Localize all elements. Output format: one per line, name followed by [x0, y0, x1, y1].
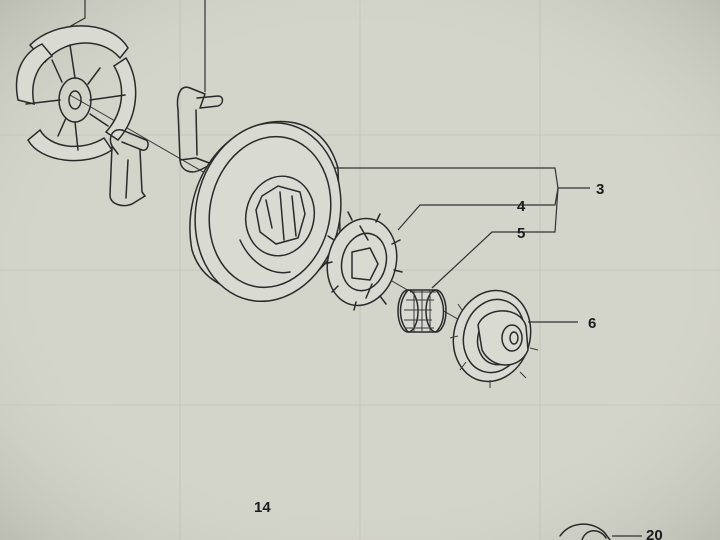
next-figure-fragment [559, 523, 642, 540]
clutch-spring-small [109, 129, 149, 207]
callout-3: 3 [596, 181, 604, 198]
page-number: 14 [254, 499, 271, 516]
drive-sprocket [449, 289, 539, 388]
sprocket-rim [323, 211, 403, 311]
clutch-shoes [15, 25, 137, 162]
callout-6: 6 [588, 315, 596, 332]
clutch-drum [189, 120, 342, 303]
clutch-spring-large [176, 86, 224, 173]
callout-4: 4 [517, 198, 526, 215]
callout-5: 5 [517, 225, 525, 242]
needle-bearing [397, 289, 447, 333]
callout-leaders [335, 167, 590, 323]
cut-number: 20 [646, 527, 663, 540]
